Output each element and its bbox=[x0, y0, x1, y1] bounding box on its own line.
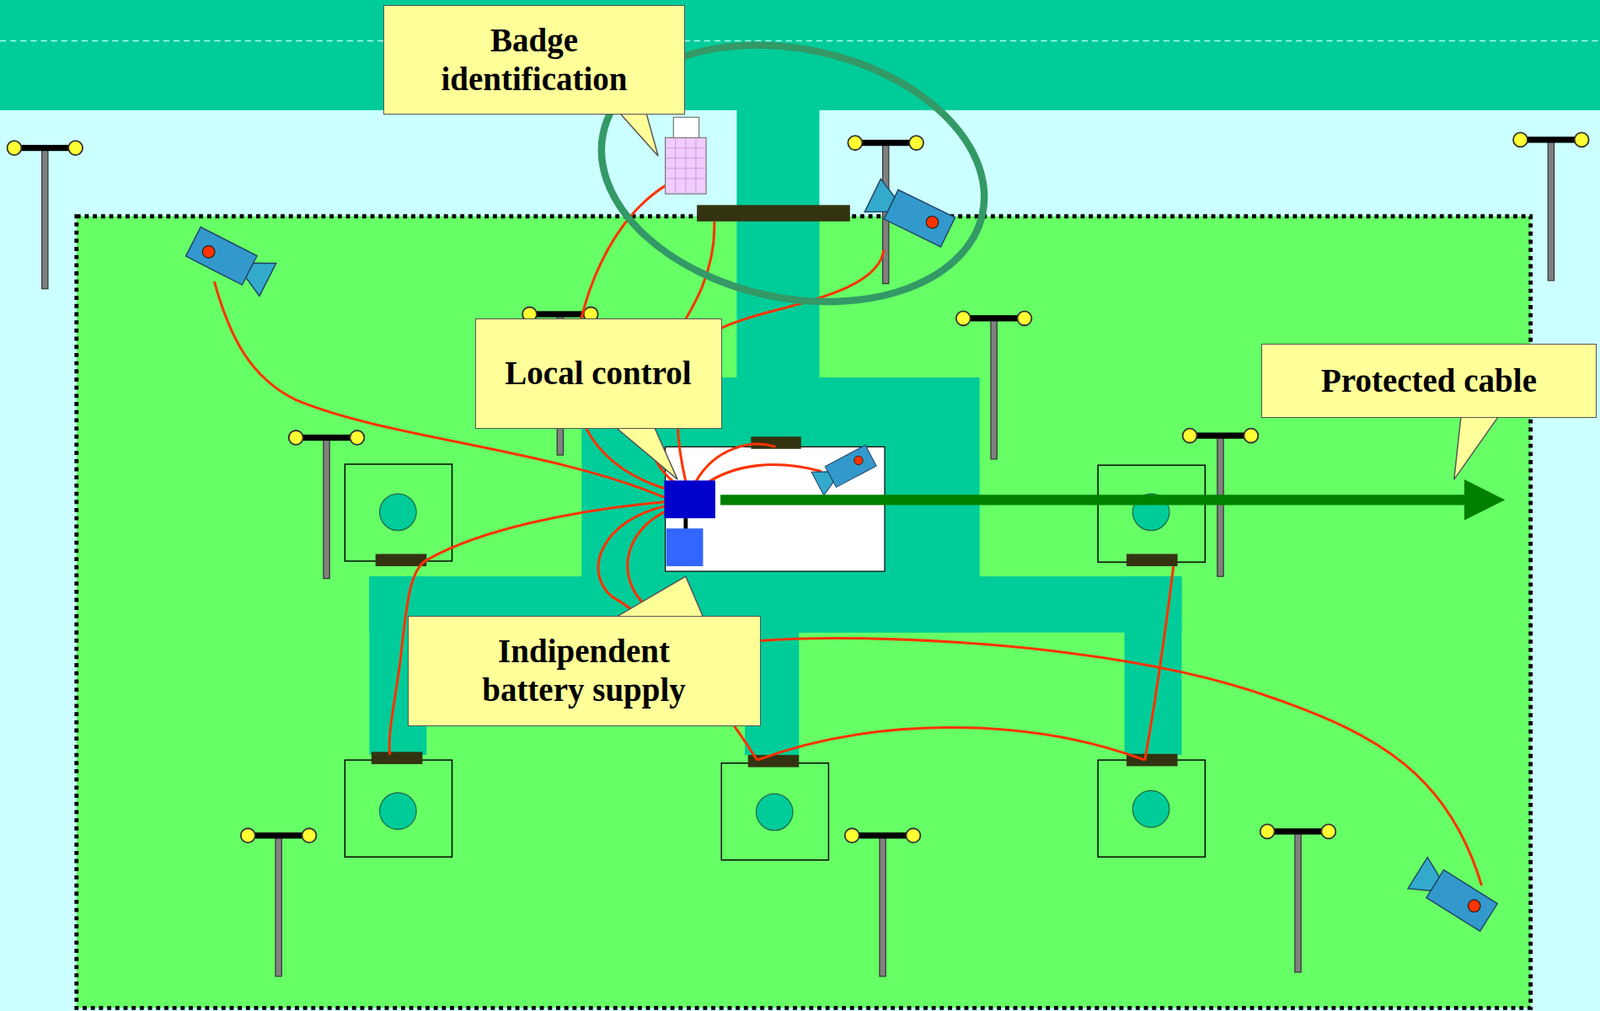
camera bbox=[864, 178, 956, 249]
wire bbox=[706, 465, 822, 484]
reader-head bbox=[673, 117, 699, 140]
wire bbox=[1145, 566, 1174, 760]
wire bbox=[695, 444, 776, 482]
callout-text: Badge identification bbox=[395, 21, 674, 99]
badge-reader bbox=[665, 117, 707, 194]
callout-box: Local control bbox=[475, 318, 723, 429]
door bbox=[1126, 554, 1178, 568]
wire bbox=[757, 727, 1146, 760]
reader-body bbox=[665, 137, 707, 194]
battery-unit bbox=[666, 528, 704, 567]
lamp-post bbox=[956, 310, 1033, 460]
equipment-pad bbox=[344, 759, 452, 857]
camera bbox=[184, 224, 276, 296]
callout-pointer bbox=[612, 576, 705, 620]
callout-text: Indipendent battery supply bbox=[449, 631, 719, 710]
equipment-pad bbox=[344, 464, 452, 562]
lamp-post bbox=[288, 430, 365, 579]
lamp-post bbox=[1260, 824, 1337, 973]
signal-wires bbox=[214, 185, 1482, 886]
equipment-unit bbox=[379, 493, 418, 531]
camera bbox=[1407, 857, 1499, 934]
lamp-posts bbox=[6, 132, 1589, 976]
door bbox=[375, 554, 428, 568]
callout-text: Local control bbox=[504, 353, 691, 393]
equipment-unit bbox=[755, 793, 793, 831]
lamp-post bbox=[1513, 132, 1590, 281]
cable-line bbox=[720, 494, 1470, 505]
callout-pointer bbox=[615, 107, 659, 156]
road bbox=[736, 101, 819, 383]
callout-pointer bbox=[612, 424, 679, 480]
wire bbox=[759, 638, 1482, 887]
callout-pointer bbox=[1454, 414, 1500, 480]
doors bbox=[371, 204, 1178, 767]
local-control-unit bbox=[663, 480, 716, 519]
equipment-unit bbox=[379, 792, 418, 830]
callout-box: Protected cable bbox=[1261, 343, 1597, 418]
cameras bbox=[184, 178, 1499, 933]
equipment-units bbox=[379, 493, 1170, 831]
camera bbox=[811, 444, 878, 496]
boundary-dashed-line bbox=[0, 40, 1600, 42]
lamp-post bbox=[6, 140, 83, 289]
equipment-pad bbox=[721, 763, 829, 861]
equipment-pad bbox=[1097, 759, 1205, 857]
callout-box: Badge identification bbox=[383, 5, 685, 115]
equipment-pads bbox=[344, 464, 1205, 861]
main-gate bbox=[696, 204, 851, 221]
lamp-post bbox=[240, 828, 317, 977]
callout-text: Protected cable bbox=[1321, 361, 1537, 401]
reader-grid bbox=[665, 137, 707, 194]
door bbox=[371, 751, 423, 765]
callout-box: Indipendent battery supply bbox=[407, 615, 761, 727]
top-band bbox=[0, 0, 1600, 111]
cable-arrowhead bbox=[1464, 479, 1505, 520]
access-roads bbox=[369, 101, 1182, 755]
equipment-pad bbox=[1097, 465, 1205, 562]
lamp-post bbox=[845, 828, 921, 977]
equipment-unit bbox=[1132, 790, 1170, 828]
